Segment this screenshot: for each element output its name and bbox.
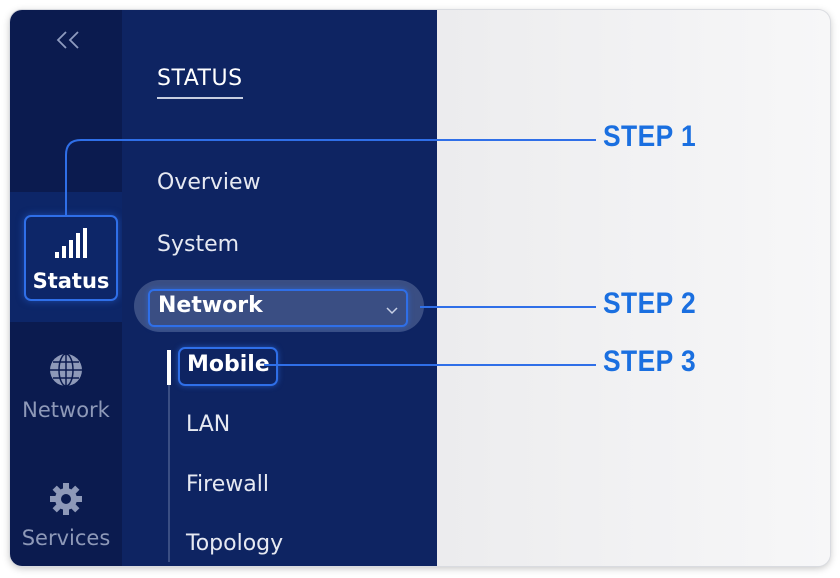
submenu-panel: STATUS Overview System Network Mobile LA…	[122, 10, 437, 566]
submenu-item-lan[interactable]: LAN	[186, 412, 231, 437]
rail-item-label: Status	[32, 269, 110, 293]
menu-item-network-highlight	[134, 280, 424, 332]
menu-title: STATUS	[157, 66, 243, 99]
double-chevron-left-icon[interactable]	[55, 30, 83, 55]
signal-bars-icon	[55, 228, 89, 264]
rail-item-status[interactable]: Status	[24, 215, 118, 301]
gear-icon	[49, 483, 83, 520]
app-window: Status Network	[10, 10, 830, 566]
rail-item-network[interactable]: Network	[10, 352, 122, 422]
step-1-label: STEP 1	[603, 120, 697, 153]
submenu-item-topology[interactable]: Topology	[186, 531, 284, 556]
rail-item-label: Network	[22, 398, 110, 422]
step-3-label: STEP 3	[603, 345, 697, 378]
globe-icon	[48, 353, 84, 392]
submenu-item-mobile[interactable]: Mobile	[178, 347, 278, 386]
submenu-active-indicator	[167, 350, 171, 385]
icon-rail: Status Network	[10, 10, 122, 566]
menu-item-system[interactable]: System	[157, 232, 240, 257]
submenu-track	[168, 350, 170, 562]
chevron-down-icon	[386, 300, 398, 319]
submenu-item-firewall[interactable]: Firewall	[186, 472, 269, 497]
rail-item-label: Services	[21, 526, 111, 550]
content-area	[437, 10, 830, 566]
submenu-item-label: Mobile	[187, 352, 270, 377]
menu-item-overview[interactable]: Overview	[157, 170, 261, 195]
menu-item-label: Network	[158, 293, 263, 318]
step-2-label: STEP 2	[603, 287, 697, 320]
menu-item-network[interactable]: Network	[148, 289, 408, 327]
rail-item-services[interactable]: Services	[10, 482, 122, 550]
